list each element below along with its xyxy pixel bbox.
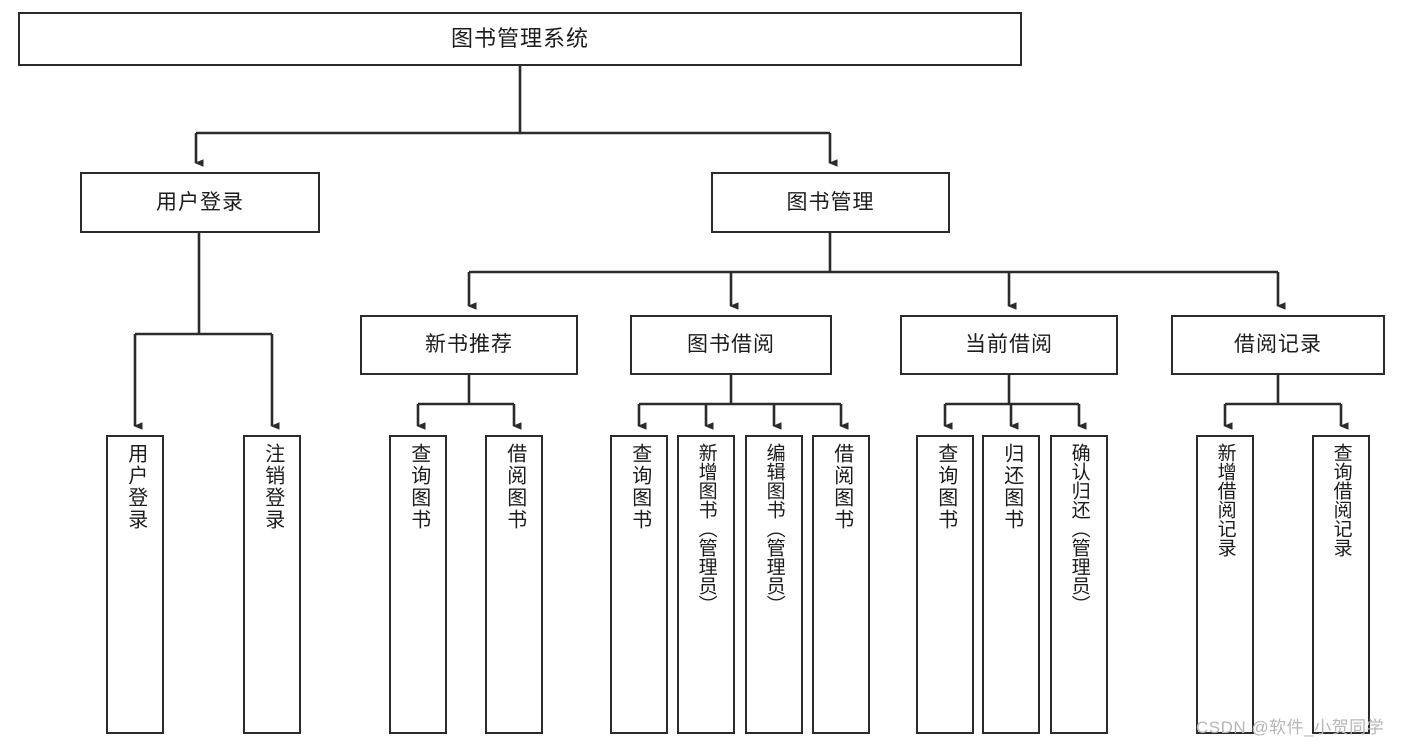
node-label: 借阅图书 bbox=[503, 443, 526, 531]
leaf-borrow-book-recommend[interactable]: 借阅图书 bbox=[485, 435, 543, 734]
leaf-edit-book-admin[interactable]: 编辑图书（管理员） bbox=[745, 435, 803, 734]
node-book-borrow[interactable]: 图书借阅 bbox=[630, 315, 832, 375]
node-label: 新增图书（管理员） bbox=[695, 443, 717, 614]
node-label: 用户登录 bbox=[156, 190, 244, 214]
leaf-return-book[interactable]: 归还图书 bbox=[982, 435, 1040, 734]
node-label: 查询图书 bbox=[628, 443, 651, 531]
node-label: 借阅图书 bbox=[830, 443, 853, 531]
node-book-management[interactable]: 图书管理 bbox=[711, 172, 950, 233]
leaf-add-borrow-record[interactable]: 新增借阅记录 bbox=[1196, 435, 1254, 734]
node-label: 归还图书 bbox=[1000, 443, 1023, 531]
leaf-add-book-admin[interactable]: 新增图书（管理员） bbox=[677, 435, 735, 734]
node-label: 图书管理 bbox=[786, 190, 875, 214]
leaf-query-book-recommend[interactable]: 查询图书 bbox=[389, 435, 447, 734]
node-current-borrow[interactable]: 当前借阅 bbox=[900, 315, 1118, 375]
node-label: 图书管理系统 bbox=[450, 25, 589, 51]
leaf-borrow-book[interactable]: 借阅图书 bbox=[812, 435, 870, 734]
node-label: 查询图书 bbox=[407, 443, 430, 531]
csdn-watermark: CSDN @软件_小贺同学 bbox=[1196, 718, 1385, 737]
node-borrow-records[interactable]: 借阅记录 bbox=[1171, 315, 1385, 375]
leaf-logout-login[interactable]: 注销登录 bbox=[243, 435, 301, 734]
leaf-confirm-return-admin[interactable]: 确认归还（管理员） bbox=[1050, 435, 1108, 734]
node-root-system[interactable]: 图书管理系统 bbox=[18, 12, 1022, 66]
node-label: 借阅记录 bbox=[1234, 333, 1322, 357]
leaf-user-login[interactable]: 用户登录 bbox=[106, 435, 164, 734]
node-label: 查询图书 bbox=[934, 443, 957, 531]
node-label: 编辑图书（管理员） bbox=[763, 443, 785, 614]
node-label: 新增借阅记录 bbox=[1214, 443, 1236, 557]
node-label: 确认归还（管理员） bbox=[1068, 443, 1090, 614]
node-label: 查询借阅记录 bbox=[1330, 443, 1352, 557]
node-label: 图书借阅 bbox=[687, 333, 775, 357]
leaf-query-book-borrow[interactable]: 查询图书 bbox=[610, 435, 668, 734]
node-label: 新书推荐 bbox=[425, 333, 513, 357]
leaf-query-borrow-record[interactable]: 查询借阅记录 bbox=[1312, 435, 1370, 734]
node-label: 注销登录 bbox=[261, 443, 284, 531]
node-label: 当前借阅 bbox=[965, 333, 1053, 357]
leaf-query-book-current[interactable]: 查询图书 bbox=[916, 435, 974, 734]
node-user-login[interactable]: 用户登录 bbox=[80, 172, 320, 233]
node-label: 用户登录 bbox=[124, 443, 147, 531]
node-new-book-recommend[interactable]: 新书推荐 bbox=[360, 315, 578, 375]
